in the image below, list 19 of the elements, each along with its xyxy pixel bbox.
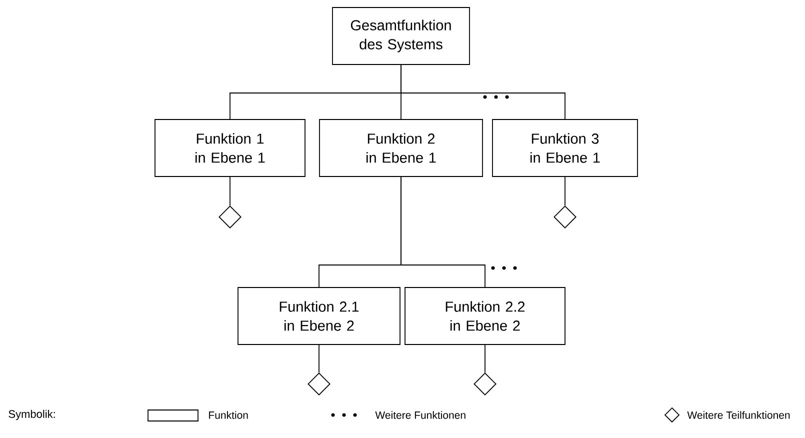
function-box: Funktion 3 in Ebene 1	[492, 119, 638, 177]
connector-line	[400, 176, 486, 288]
function-box: Funktion 2.2 in Ebene 2	[404, 287, 566, 345]
connector-line	[484, 344, 486, 373]
connector-line	[400, 64, 566, 120]
legend-text: Weitere Teilfunktionen	[687, 411, 790, 419]
function-box: Gesamtfunktion des Systems	[332, 7, 470, 65]
connector-line	[564, 176, 566, 206]
diamond-symbol	[474, 372, 496, 396]
diamond-symbol	[218, 206, 242, 228]
function-box: Funktion 2 in Ebene 1	[319, 119, 483, 177]
diamond-symbol	[308, 372, 330, 396]
diamond-symbol	[554, 206, 576, 228]
legend-heading: Symbolik:	[8, 410, 55, 420]
function-box: Funktion 2.1 in Ebene 2	[238, 287, 400, 345]
legend-text: Funktion	[209, 411, 248, 419]
legend-text: Weitere Funktionen	[375, 411, 466, 419]
function-box: Funktion 1 in Ebene 1	[154, 119, 306, 177]
connector-line	[318, 344, 320, 373]
